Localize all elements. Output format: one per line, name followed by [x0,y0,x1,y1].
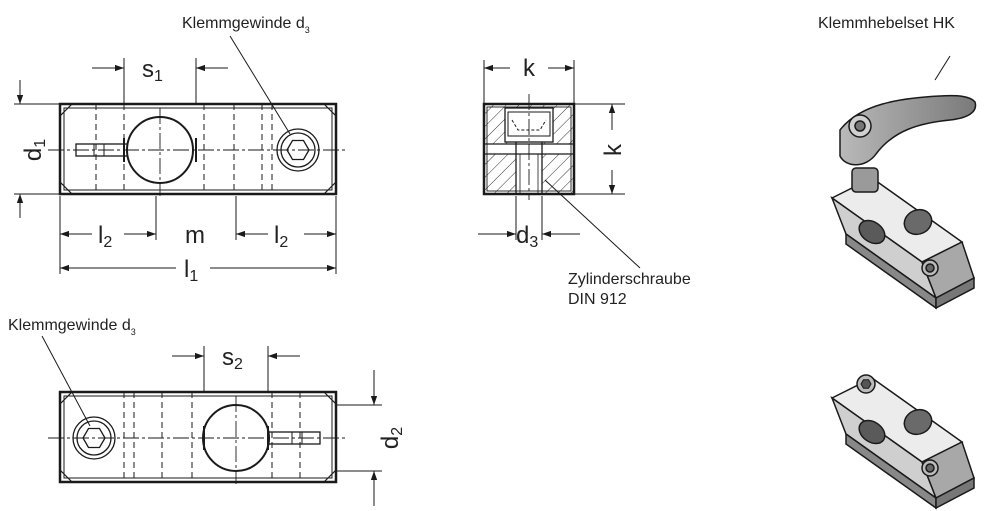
dim-m-label: m [185,222,205,249]
callout-zylinderschraube-line1: Zylinderschraube [568,271,691,288]
section-dimensions [478,60,641,269]
callout-zylinderschraube-line2: DIN 912 [568,291,627,308]
dim-l1-label: l1 [184,256,198,285]
callout-klemmgewinde-top: Klemmgewinde d3 [182,15,310,35]
render-with-lever [830,55,977,310]
dim-d2-label: d2 [377,427,406,449]
hex-socket-icon [860,379,872,389]
top-view-dimensions [14,35,337,274]
dim-d1-label: d1 [20,139,49,161]
dim-k-top-label: k [523,55,536,82]
callout-klemmgewinde-bottom: Klemmgewinde d3 [8,317,136,337]
render-plain [830,374,975,510]
clamp-lever-icon [839,94,977,166]
dim-s1-label: s1 [142,56,163,85]
callout-klemmhebelset: Klemmhebelset HK [818,15,955,32]
bottom-view-dimensions [41,335,382,506]
dim-d3-label: d3 [516,222,538,251]
dim-l2-right-label: l2 [274,222,288,251]
top-view-block [48,102,346,196]
bottom-view-block [48,390,346,484]
dim-s2-label: s2 [222,344,243,373]
dim-l2-left-label: l2 [98,222,112,251]
dim-k-side-label: k [600,143,627,156]
section-view [482,94,576,200]
